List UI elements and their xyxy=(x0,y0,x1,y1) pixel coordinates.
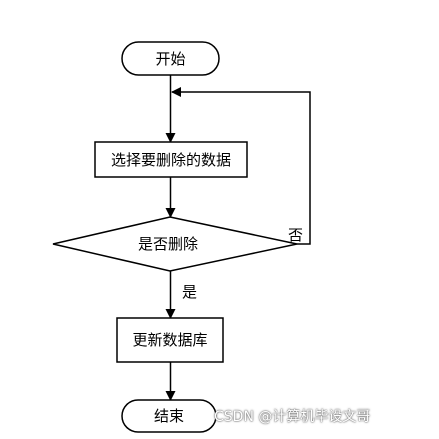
select-data-node: 选择要删除的数据 xyxy=(94,141,248,178)
csdn-watermark: CSDN @计算机毕设文哥 xyxy=(214,409,371,425)
start-node: 开始 xyxy=(121,41,220,76)
update-db-label: 更新数据库 xyxy=(132,331,207,349)
edge-decision-no-loop xyxy=(171,87,311,245)
end-node: 结束 xyxy=(121,399,217,433)
start-label: 开始 xyxy=(155,50,185,68)
decision-label: 是否删除 xyxy=(138,235,198,253)
no-label: 否 xyxy=(288,226,303,244)
update-db-node: 更新数据库 xyxy=(116,317,224,363)
end-label: 结束 xyxy=(154,407,184,425)
select-data-label: 选择要删除的数据 xyxy=(111,151,231,169)
decision-node: 是否删除 xyxy=(52,216,298,272)
yes-label: 是 xyxy=(182,283,197,301)
